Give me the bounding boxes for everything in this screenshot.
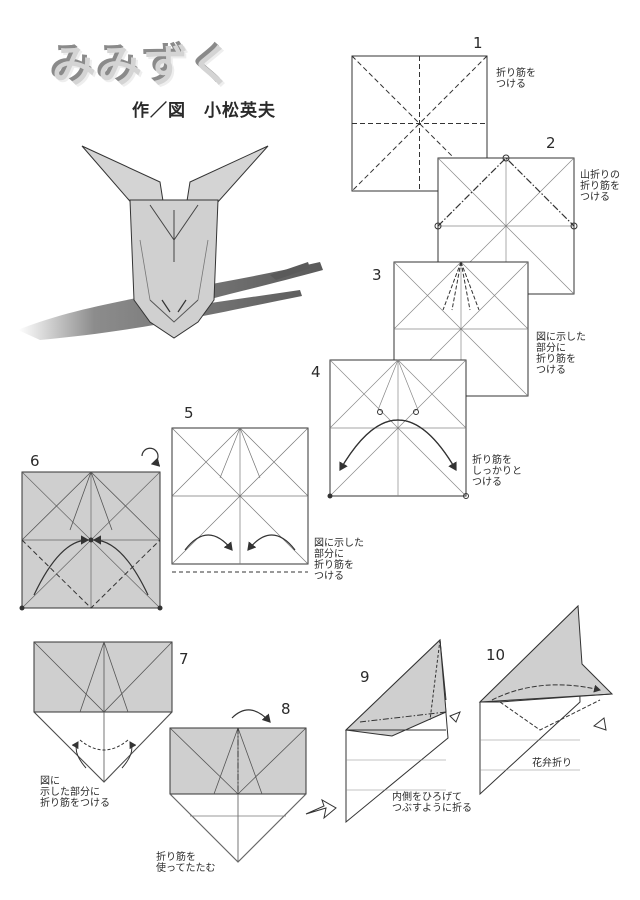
step-5-number: 5 — [184, 404, 194, 422]
step-7-diagram — [33, 641, 173, 783]
step-7-note: 図に 示した部分に 折り筋をつける — [40, 776, 110, 809]
step-7-number: 7 — [179, 650, 189, 668]
step-9-diagram — [344, 638, 461, 824]
step-1-note: 折り筋を つける — [496, 68, 536, 90]
next-step-arrow-icon — [305, 798, 337, 820]
step-6-diagram — [19, 471, 163, 611]
step-4-diagram — [327, 359, 469, 499]
owl-illustration — [18, 145, 323, 340]
step-1-number: 1 — [473, 34, 483, 52]
step-10-diagram — [478, 604, 614, 796]
step-5-note: 図に示した 部分に 折り筋を つける — [314, 538, 364, 582]
step-9-number: 9 — [360, 668, 370, 686]
turn-over-icon — [141, 447, 161, 467]
step-4-note: 折り筋を しっかりと つける — [472, 455, 522, 488]
step-9-note: 内側をひろげて つぶすように折る — [392, 792, 472, 814]
step-4-number: 4 — [311, 363, 321, 381]
step-10-note: 花弁折り — [532, 758, 572, 769]
step-8-number: 8 — [281, 700, 291, 718]
step-3-note: 図に示した 部分に 折り筋を つける — [536, 332, 586, 376]
step-8-note: 折り筋を 使ってたたむ — [156, 852, 216, 874]
author-credit: 作／図 小松英夫 — [132, 101, 276, 121]
step-2-number: 2 — [546, 134, 556, 152]
step-3-number: 3 — [372, 266, 382, 284]
diagram-title: みみずく — [52, 41, 236, 92]
step-6-number: 6 — [30, 452, 40, 470]
step-2-note: 山折りの 折り筋を つける — [580, 170, 620, 203]
step-5-diagram — [171, 427, 309, 573]
step-10-number: 10 — [486, 646, 506, 664]
step-8-diagram — [169, 709, 307, 863]
